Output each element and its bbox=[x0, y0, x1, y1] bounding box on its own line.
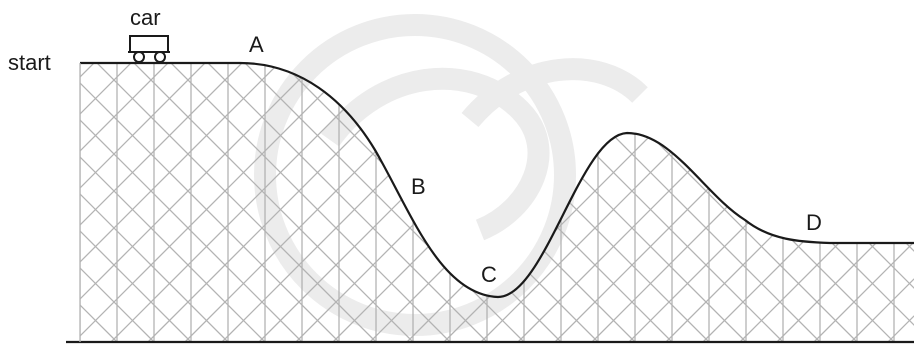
lattice-brace bbox=[80, 63, 192, 342]
track-curve bbox=[239, 61, 914, 299]
point-b-label: B bbox=[411, 174, 426, 199]
lattice-brace bbox=[80, 63, 81, 342]
point-a-label: A bbox=[249, 32, 264, 57]
lattice-brace bbox=[80, 63, 303, 342]
lattice-brace bbox=[80, 63, 155, 342]
lattice-brace bbox=[80, 63, 81, 342]
point-c-label: C bbox=[481, 262, 497, 287]
lattice-brace bbox=[776, 63, 914, 342]
lattice-brace bbox=[80, 63, 229, 342]
lattice-brace bbox=[80, 63, 340, 342]
lattice-brace bbox=[813, 63, 914, 342]
lattice-brace bbox=[739, 63, 914, 342]
car-icon bbox=[128, 35, 170, 63]
lattice-brace bbox=[702, 63, 914, 342]
lattice-brace bbox=[665, 63, 914, 342]
lattice-brace bbox=[80, 63, 118, 342]
car-wheel-rear bbox=[154, 51, 166, 63]
lattice-brace bbox=[80, 63, 155, 342]
lattice-brace bbox=[665, 63, 914, 342]
lattice-brace bbox=[887, 63, 914, 342]
lattice-brace bbox=[80, 63, 266, 342]
lattice-brace bbox=[739, 63, 914, 342]
car-label: car bbox=[130, 5, 161, 30]
lattice-brace bbox=[887, 63, 914, 342]
lattice-brace bbox=[850, 63, 914, 342]
lattice-brace bbox=[80, 63, 192, 342]
lattice-brace bbox=[80, 63, 229, 342]
lattice-brace bbox=[80, 63, 118, 342]
car-body bbox=[129, 35, 169, 53]
point-d-label: D bbox=[806, 210, 822, 235]
start-label: start bbox=[8, 50, 51, 75]
car-wheel-front bbox=[133, 51, 145, 63]
lattice-brace bbox=[813, 63, 914, 342]
lattice-brace bbox=[850, 63, 914, 342]
lattice-brace bbox=[702, 63, 914, 342]
